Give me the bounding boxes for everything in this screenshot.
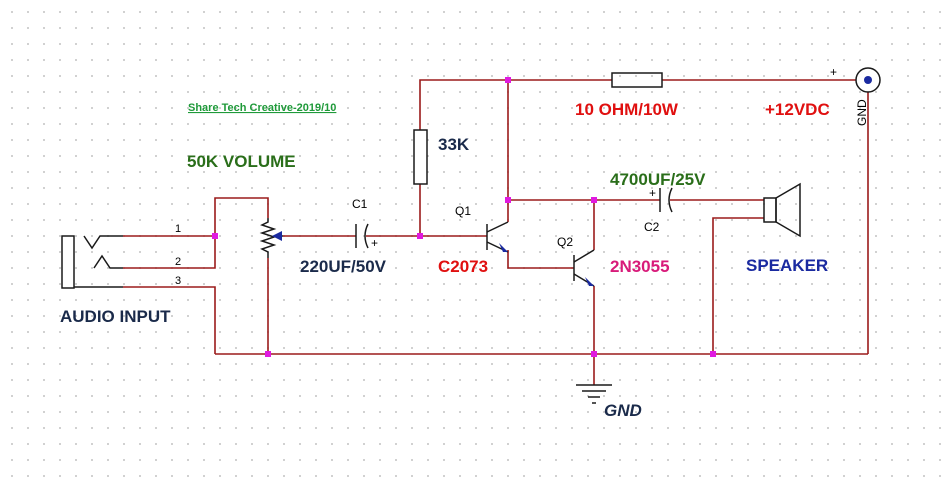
junction-node [591,197,597,203]
junction-nodes [212,77,716,357]
label-r1-value: 33K [438,135,470,154]
label-c2-value: 4700UF/25V [610,170,706,189]
supply-plus: + [830,65,837,79]
jack-pin-2: 2 [175,256,181,268]
label-r2-value: 10 OHM/10W [575,100,679,119]
label-q2-part: 2N3055 [610,257,670,276]
transistor-q2-symbol [573,249,595,287]
q1-ref: Q1 [455,204,471,218]
label-speaker: SPEAKER [746,256,828,275]
wiper-arrow-icon [272,231,282,241]
wires [123,79,869,385]
resistor-r2-symbol [611,72,663,88]
q1-emitter-arrow-icon [499,243,508,252]
supply-terminal-icon [855,67,881,93]
q2-emitter-arrow-icon [585,277,594,286]
resistor-r1-symbol [413,129,428,185]
junction-node [212,233,218,239]
label-supply: +12VDC [765,100,830,119]
jack-pin-1: 1 [175,223,181,235]
ground-icon [576,384,612,404]
c2-plus: + [649,186,656,200]
capacitor-c1-symbol [355,223,369,249]
audio-jack-symbol [61,235,123,289]
wire-speaker-return [712,217,764,354]
c1-plus: + [371,236,378,250]
jack-pin-3: 3 [175,275,181,287]
junction-node [710,351,716,357]
junction-node [505,197,511,203]
transistor-q1-symbol [486,221,509,253]
junction-node [505,77,511,83]
q2-ref: Q2 [557,235,573,249]
junction-node [591,351,597,357]
c1-ref: C1 [352,197,368,211]
supply-gnd-vertical-label: GND [855,99,869,126]
junction-node [265,351,271,357]
label-volume: 50K VOLUME [187,152,296,171]
wire-input-signal [123,197,269,237]
wire-r1-top [419,79,612,130]
label-audio-input: AUDIO INPUT [60,307,171,326]
potentiometer-symbol [259,218,283,258]
speaker-icon [763,182,801,238]
wire-input-pin2 [123,236,216,269]
label-gnd: GND [604,401,642,420]
label-q1-part: C2073 [438,257,488,276]
junction-node [417,233,423,239]
capacitor-c2-symbol [659,187,673,213]
wire-q1-emitter [507,250,574,269]
c2-ref: C2 [644,220,660,234]
wire-input-ground [123,286,216,354]
label-c1-value: 220UF/50V [300,257,387,276]
credit-text: Share Tech Creative-2019/10 [188,102,336,114]
